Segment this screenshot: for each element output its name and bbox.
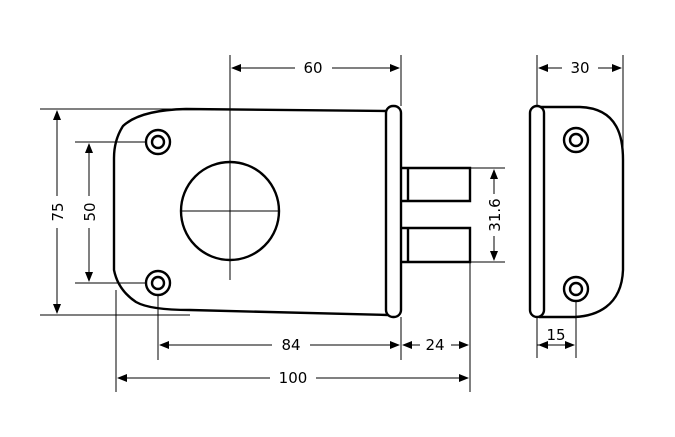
dim-label-100: 100 [279, 369, 308, 387]
dim-label-60: 60 [303, 59, 322, 77]
dim-label-75: 75 [49, 202, 67, 221]
faceplate [384, 104, 403, 319]
side-faceplate [528, 104, 546, 319]
dim-overall-length: 100 [117, 369, 469, 387]
dim-label-15: 15 [546, 326, 565, 344]
dim-side-width: 30 [538, 59, 622, 77]
side-screw-hole-top [562, 126, 590, 154]
bolt-lower [401, 226, 472, 264]
dim-overall-height: 75 [49, 110, 67, 314]
dim-side-screw-offset: 15 [537, 326, 575, 349]
dim-label-24: 24 [425, 336, 444, 354]
dim-screw-spacing: 50 [81, 143, 99, 282]
dim-top-width: 60 [231, 59, 400, 77]
dim-label-30: 30 [570, 59, 589, 77]
dim-bolt-span: 31.6 [486, 169, 504, 261]
dim-label-31-6: 31.6 [486, 198, 504, 231]
lock-body-front-view [112, 104, 472, 319]
dim-screw-to-front: 84 [159, 336, 400, 354]
side-case-outline [538, 105, 625, 319]
lock-case-outline [112, 107, 389, 317]
dim-bolt-projection: 24 [402, 336, 469, 354]
extension-lines [40, 55, 624, 392]
bolt-upper [401, 166, 472, 203]
dim-label-50: 50 [81, 202, 99, 221]
lock-body-side-view [528, 104, 625, 319]
dim-label-84: 84 [281, 336, 300, 354]
